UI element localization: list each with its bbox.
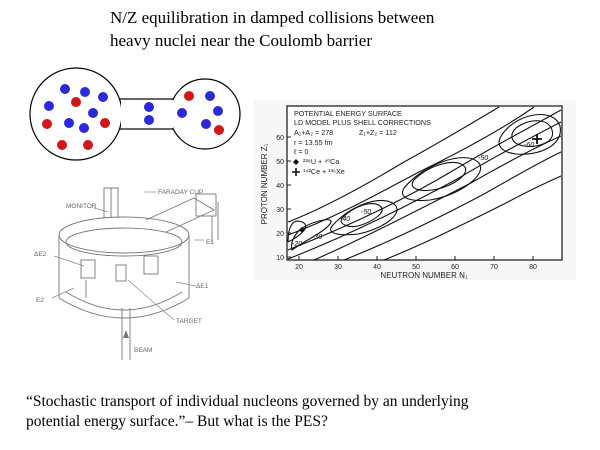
plot-legend-2: ¹⁴²Ce + ¹³⁶Xe: [303, 167, 345, 176]
u-ca-marker-icon: [299, 227, 305, 233]
label-e1: E1: [206, 239, 214, 246]
diamond-marker-icon: [293, 159, 299, 165]
light-nucleus-nucleons: [177, 91, 224, 135]
y-tick-label: 20: [276, 231, 284, 238]
y-tick-label: 60: [276, 135, 284, 142]
contour-label: -30: [312, 234, 322, 241]
contour-label: -50: [478, 155, 488, 162]
x-tick-label: 80: [529, 264, 537, 271]
plot-a-sum: A₁+A₂ = 278: [294, 128, 333, 137]
neutron: [79, 123, 89, 133]
neutron: [213, 106, 223, 116]
x-tick-label: 40: [373, 264, 381, 271]
neutron: [60, 84, 70, 94]
x-tick-label: 60: [451, 264, 459, 271]
contour-label: -50: [361, 209, 371, 216]
title-line-2: heavy nuclei near the Coulomb barrier: [110, 31, 372, 50]
plot-frame: [286, 105, 563, 261]
plot-z-sum: Z₁+Z₂ = 112: [359, 128, 397, 137]
caption-line-1: “Stochastic transport of individual nucl…: [26, 393, 469, 410]
neutron: [201, 119, 211, 129]
x-tick-label: 70: [490, 264, 498, 271]
y-tick-label: 30: [276, 207, 284, 214]
beam-arrow-icon: [123, 330, 129, 338]
axis-ticks: [287, 136, 534, 260]
proton: [57, 140, 67, 150]
slide-caption: “Stochastic transport of individual nucl…: [26, 392, 586, 432]
detector-apparatus-drawing: MONITOR FARADAY CUP ΔE2 E2 E1 ΔE1 TARGET…: [34, 187, 219, 360]
proton: [214, 125, 224, 135]
neutron: [144, 102, 154, 112]
plot-l-param: ℓ = 0: [293, 147, 309, 156]
neutron: [64, 118, 74, 128]
proton: [71, 97, 81, 107]
neutron: [88, 108, 98, 118]
x-axis-label: NEUTRON NUMBER N₁: [380, 271, 467, 280]
proton: [184, 91, 194, 101]
neutron: [44, 101, 54, 111]
cross-marker-icon: [292, 168, 300, 176]
ce-xe-marker-icon: [532, 134, 542, 144]
y-axis-label: PROTON NUMBER Z₁: [260, 143, 269, 224]
label-e2: E2: [36, 297, 44, 304]
label-monitor: MONITOR: [66, 203, 97, 210]
y-tick-label: 10: [276, 255, 284, 262]
plot-legend-1: ²³⁸U + ⁴⁰Ca: [303, 157, 339, 166]
plot-header-1: POTENTIAL ENERGY SURFACE: [294, 109, 402, 118]
label-faraday-cup: FARADAY CUP: [158, 189, 203, 196]
plot-r-param: r = 13.55 fm: [294, 138, 333, 147]
label-de1: ΔE1: [196, 283, 209, 290]
heavy-nucleus-nucleons: [42, 84, 110, 150]
heavy-nucleus: [29, 67, 123, 161]
caption-line-2: potential energy surface.”– But what is …: [26, 413, 328, 430]
neutron: [98, 92, 108, 102]
contour-lines: [287, 106, 562, 261]
neutron: [205, 91, 215, 101]
y-tick-label: 50: [276, 159, 284, 166]
neutron: [177, 108, 187, 118]
title-line-1: N/Z equilibration in damped collisions b…: [110, 8, 435, 27]
label-target: TARGET: [176, 318, 202, 325]
plot-header-2: LD MODEL PLUS SHELL CORRECTIONS: [294, 118, 431, 127]
potential-energy-surface-plot: POTENTIAL ENERGY SURFACE LD MODEL PLUS S…: [254, 100, 576, 280]
x-tick-label: 20: [295, 264, 303, 271]
label-beam: BEAM: [134, 347, 152, 354]
neutron: [80, 87, 90, 97]
proton: [83, 140, 93, 150]
label-de2: ΔE2: [34, 251, 47, 258]
x-tick-label: 50: [412, 264, 420, 271]
proton: [100, 118, 110, 128]
x-tick-label: 30: [334, 264, 342, 271]
contour-label: -60: [524, 142, 534, 149]
y-tick-label: 40: [276, 183, 284, 190]
contour-label: -20: [292, 241, 302, 248]
slide-title: N/Z equilibration in damped collisions b…: [110, 6, 530, 52]
dinuclear-system-illustration: [29, 67, 241, 161]
proton: [42, 119, 52, 129]
neutron: [144, 115, 154, 125]
contour-label: -40: [340, 216, 350, 223]
